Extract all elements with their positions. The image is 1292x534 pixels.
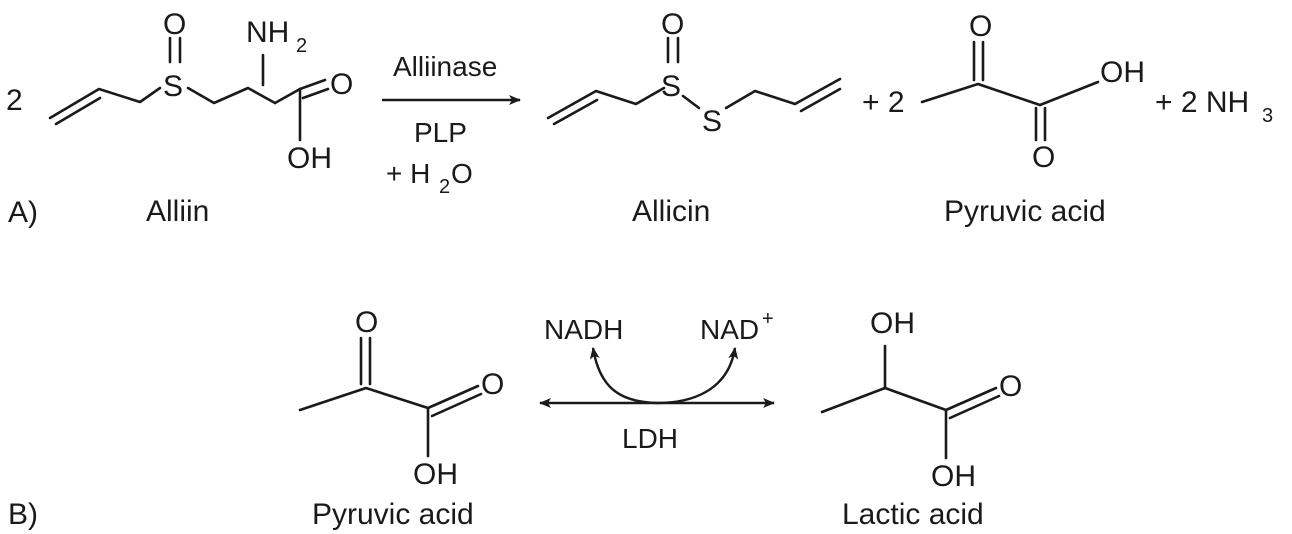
panel-a: A) 2 O S NH 2 O OH Alliin [6,8,1273,229]
pyruvic-b-co-bond [426,384,480,410]
enzyme-ldh: LDH [622,423,678,454]
lactic-hydroxyl: OH [931,460,976,493]
ammonia-plus: + 2 NH [1155,86,1249,119]
pyruvic-b-keto-o: O [355,306,378,339]
allicin-molecule: O S S Allicin [546,8,842,228]
alliin-c-o-double-bond [301,87,330,100]
allicin-sulfur-2: S [702,105,722,138]
nad-curved-arrow [656,347,739,405]
pyruvic-a-keto-o: O [969,10,992,43]
allicin-allyl-double-bond [552,98,599,126]
alliin-hydroxyl: OH [287,142,332,175]
alliin-coefficient: 2 [6,84,23,117]
pyruvic-molecule-a: O OH O Pyruvic acid [920,10,1145,228]
pyruvic-a-carbonyl-o: O [1032,141,1055,174]
enzyme-alliinase: Alliinase [393,51,497,82]
alliin-sulfur: S [163,70,183,103]
panel-a-label: A) [8,196,38,229]
nadh-curved-arrow [589,347,658,405]
alliin-sulfoxide-o: O [163,8,186,41]
cofactor-nad-charge: + [762,308,774,330]
alliin-name: Alliin [146,195,209,228]
alliin-allyl-bond [48,86,162,120]
water-plus-h: + H [386,158,430,189]
lactic-molecule: OH O OH Lactic acid [820,307,1022,531]
ammonia-sub: 3 [1262,105,1273,127]
alliin-c-o-bond [298,78,327,91]
alliin-allyl-double-bond [54,96,102,126]
alliin-carbonyl-o: O [330,68,353,101]
allicin-sulfur-1: S [661,70,681,103]
pyruvic-b-backbone [298,386,430,412]
cofactor-nadh: NADH [544,314,623,345]
allicin-allyl-bond [546,86,666,120]
water-o: O [451,158,473,189]
pyruvic-b-co-double-bond [430,392,483,418]
pyruvic-a-hydroxyl: OH [1100,56,1145,89]
water-sub: 2 [439,176,450,198]
plus-two: + 2 [862,86,905,119]
panel-b-label: B) [8,498,38,531]
alliin-molecule: 2 O S NH 2 O OH Alliin [6,8,353,228]
lactic-backbone [820,386,948,414]
pyruvic-a-name: Pyruvic acid [944,195,1106,228]
lactic-hydroxyl-top: OH [870,307,915,340]
panel-b: B) O O OH Pyruvic acid NADH NAD + LDH [8,306,1022,531]
pyruvic-a-backbone [920,82,1042,107]
allicin-chain-bond [724,77,842,110]
pyruvic-molecule-b: O O OH Pyruvic acid [298,306,504,531]
pyruvic-b-carbonyl-o: O [481,368,504,401]
cofactor-plp: PLP [414,117,467,148]
pyruvic-a-oh-bond [1038,80,1100,107]
allicin-double-bond [799,87,842,113]
lactic-carbonyl-o: O [999,370,1022,403]
alliin-c-c-bond [273,87,302,105]
alliin-amino-sub: 2 [296,35,307,57]
alliin-amino-n: NH [246,16,289,49]
alliin-chain-bond [186,86,277,105]
cofactor-nad: NAD [700,314,759,345]
allicin-sulfoxide-o: O [661,8,684,41]
lactic-co-double-bond [948,394,1001,420]
pyruvic-b-name: Pyruvic acid [312,498,474,531]
allicin-s-s-bond [681,94,701,110]
allicin-name: Allicin [632,195,710,228]
lactic-name: Lactic acid [842,498,984,531]
lactic-co-bond [944,386,998,412]
ldh-arrow: NADH NAD + LDH [539,308,775,454]
alliinase-arrow: Alliinase PLP + H 2 O [382,51,521,198]
pyruvic-b-hydroxyl: OH [413,458,458,491]
